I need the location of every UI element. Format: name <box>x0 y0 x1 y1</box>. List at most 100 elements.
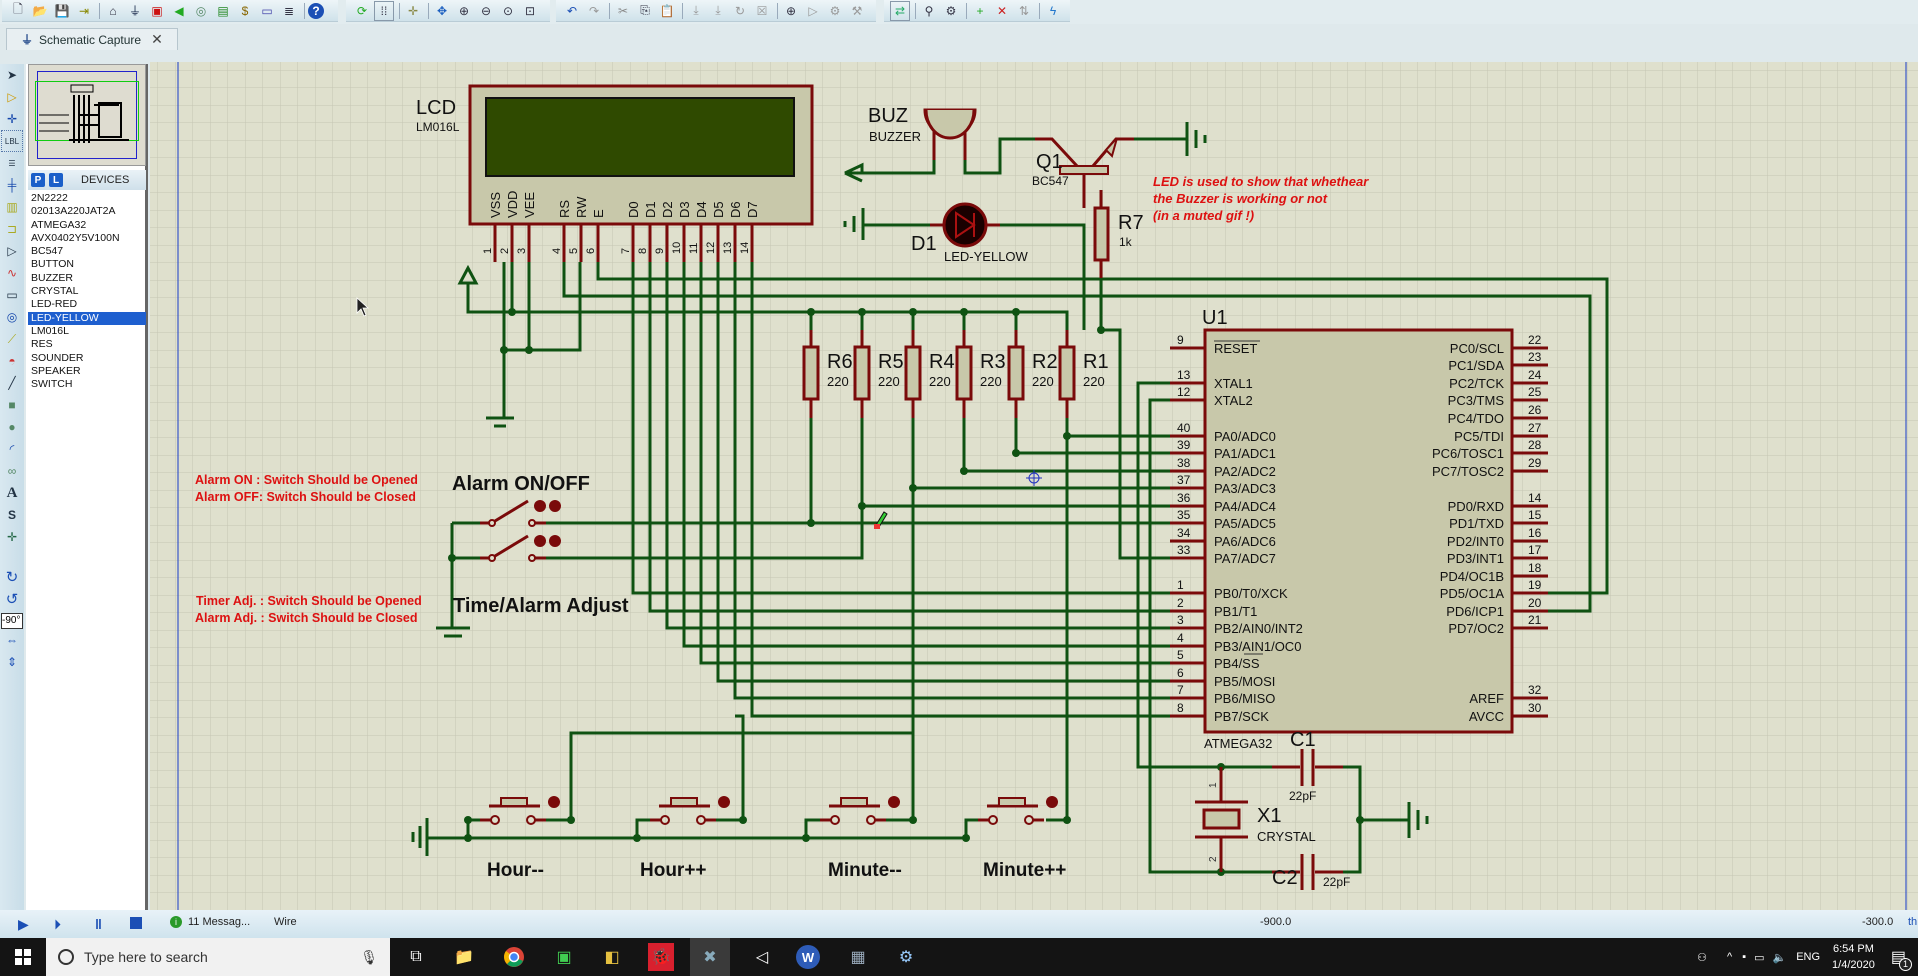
language-indicator[interactable]: ENG <box>1796 951 1821 963</box>
messages-indicator[interactable]: i 11 Messag... <box>170 916 250 928</box>
remove-sheet-icon[interactable]: ✕ <box>996 3 1008 18</box>
rotate-ccw-icon[interactable]: ↺ <box>5 591 19 608</box>
tape-recorder-icon[interactable]: ▭ <box>6 288 18 302</box>
clock[interactable]: 6:54 PM 1/4/2020 <box>1832 941 1875 973</box>
save-file-icon[interactable]: 💾 <box>54 3 70 18</box>
push-button-0[interactable]: Hour-- <box>480 796 560 881</box>
paste-icon[interactable]: 📋 <box>659 3 675 18</box>
device-item[interactable]: LED-RED <box>31 298 78 311</box>
wire-autorouter-icon[interactable]: ⇄ <box>890 0 910 21</box>
box-2d-icon[interactable]: ■ <box>8 398 16 412</box>
capacitor-c2[interactable]: C2 22pF <box>1272 854 1350 890</box>
text-script-icon[interactable]: ☰ <box>8 158 16 168</box>
resistor-r7[interactable]: R7 1k <box>1093 190 1144 278</box>
adjust-switch[interactable] <box>480 534 561 562</box>
new-file-icon[interactable]: 🗋 <box>13 2 23 16</box>
origin-icon[interactable]: ✛ <box>407 3 419 18</box>
lcd-component[interactable]: LCD LM016L VSS1VDD2VEE3RS4RW5E6D07D18D29… <box>416 84 814 262</box>
qt-creator-icon[interactable]: ▣ <box>556 949 572 966</box>
line-2d-icon[interactable]: ╱ <box>8 376 16 390</box>
library-manager-button[interactable]: L <box>49 173 63 187</box>
block-rotate-icon[interactable]: ↻ <box>734 3 746 18</box>
import-export-icon[interactable]: ⇥ <box>78 3 90 18</box>
capacitor-c1[interactable]: C1 22pF <box>1272 729 1343 803</box>
junction-dot-icon[interactable]: ✛ <box>6 112 18 126</box>
push-button-2[interactable]: Minute-- <box>820 796 902 881</box>
device-item[interactable]: LM016L <box>31 324 69 337</box>
push-button-3[interactable]: Minute++ <box>978 796 1066 881</box>
device-item[interactable]: SWITCH <box>31 378 73 391</box>
circle-2d-icon[interactable]: ● <box>8 420 16 434</box>
buzzer-component[interactable]: BUZ BUZZER <box>844 105 977 183</box>
gerber-icon[interactable]: ◎ <box>195 3 207 18</box>
subcircuit-icon[interactable]: ▥ <box>6 200 18 214</box>
pcb-layout-icon[interactable]: ▣ <box>151 3 163 18</box>
wps-icon[interactable]: W <box>796 945 820 969</box>
text-2d-icon[interactable]: A <box>6 484 18 501</box>
block-copy-icon[interactable]: ⤓ <box>693 3 699 17</box>
device-item[interactable]: AVX0402Y5V100N <box>31 231 120 244</box>
generator-icon[interactable]: ◎ <box>6 310 18 324</box>
push-button-1[interactable]: Hour++ <box>640 796 730 881</box>
resource-monitor-icon[interactable]: ▦ <box>850 949 866 966</box>
device-item-selected[interactable]: LED-YELLOW <box>28 311 146 325</box>
packaging-icon[interactable]: ⚙ <box>829 3 841 18</box>
crystal-x1[interactable]: X1 CRYSTAL 1 2 <box>1195 767 1316 872</box>
device-item[interactable]: CRYSTAL <box>31 285 79 298</box>
schematic-icon[interactable]: ⏚ <box>128 4 141 18</box>
microphone-icon[interactable]: 🎙 <box>360 948 378 965</box>
design-notes-icon[interactable]: $ <box>241 3 249 18</box>
block-move-icon[interactable]: ⤓ <box>715 3 721 17</box>
new-sheet-icon[interactable]: + <box>976 3 984 18</box>
undo-icon[interactable]: ↶ <box>566 3 578 18</box>
path-2d-icon[interactable]: ∞ <box>7 464 17 478</box>
chrome-icon[interactable] <box>500 943 528 971</box>
device-item[interactable]: SPEAKER <box>31 364 81 377</box>
led-d1[interactable]: D1 LED-YELLOW <box>911 202 1029 264</box>
grid-icon[interactable]: ⁞⁞ <box>374 0 394 21</box>
copy-icon[interactable]: ⎘ <box>640 3 650 17</box>
transistor-q1[interactable]: Q1 BC547 <box>1032 137 1134 208</box>
power-icon[interactable]: ▪ <box>1742 951 1747 963</box>
volume-icon[interactable]: 🔈 <box>1772 951 1787 964</box>
graph-icon[interactable]: ∿ <box>6 266 18 280</box>
component-mode-icon[interactable]: ▷ <box>7 90 17 104</box>
unity-icon[interactable]: ◁ <box>755 949 769 966</box>
redo-icon[interactable]: ↷ <box>588 3 600 18</box>
bom-icon[interactable]: ▤ <box>217 3 229 18</box>
device-item[interactable]: ATMEGA32 <box>31 218 87 231</box>
3d-view-icon[interactable]: ◀ <box>174 3 184 18</box>
device-item[interactable]: 2N2222 <box>31 192 68 204</box>
rotate-cw-icon[interactable]: ↻ <box>5 569 19 586</box>
mirror-x-icon[interactable]: ⇔ <box>6 632 18 647</box>
tab-schematic-capture[interactable]: ⏚ Schematic Capture ✕ <box>6 28 178 50</box>
network-icon[interactable]: ▭ <box>1754 951 1765 964</box>
red-app-icon[interactable]: 🐞 <box>648 943 674 971</box>
symbol-2d-icon[interactable]: S <box>7 508 16 522</box>
pause-button[interactable]: ‖ <box>95 916 102 932</box>
wire-label-icon[interactable]: LBL <box>1 130 23 152</box>
netlist-to-ares-icon[interactable]: ϟ <box>1049 3 1057 18</box>
device-item[interactable]: BUTTON <box>31 258 74 271</box>
pan-icon[interactable]: ✥ <box>436 3 448 18</box>
alarm-switch[interactable] <box>480 499 561 527</box>
marker-2d-icon[interactable]: ✛ <box>6 530 18 544</box>
buses-icon[interactable]: ╪ <box>7 178 17 192</box>
pick-devices-button[interactable]: P <box>31 173 45 187</box>
units[interactable]: th <box>1908 916 1918 928</box>
cut-icon[interactable]: ✂ <box>617 3 629 18</box>
zoom-all-icon[interactable]: ⊙ <box>502 3 514 18</box>
selection-mode-icon[interactable]: ➤ <box>6 68 18 82</box>
virtual-instruments-icon[interactable]: ◓ <box>8 354 16 368</box>
atmega32-mcu[interactable]: U1 ATMEGA32 9RESET13XTAL112XTAL240PA0/AD… <box>1170 307 1548 751</box>
device-item[interactable]: BUZZER <box>31 271 73 284</box>
home-icon[interactable]: ⌂ <box>109 3 117 18</box>
zoom-area-icon[interactable]: ⊡ <box>524 3 536 18</box>
mirror-y-icon[interactable]: ⇕ <box>6 654 18 669</box>
start-button[interactable] <box>0 938 46 976</box>
